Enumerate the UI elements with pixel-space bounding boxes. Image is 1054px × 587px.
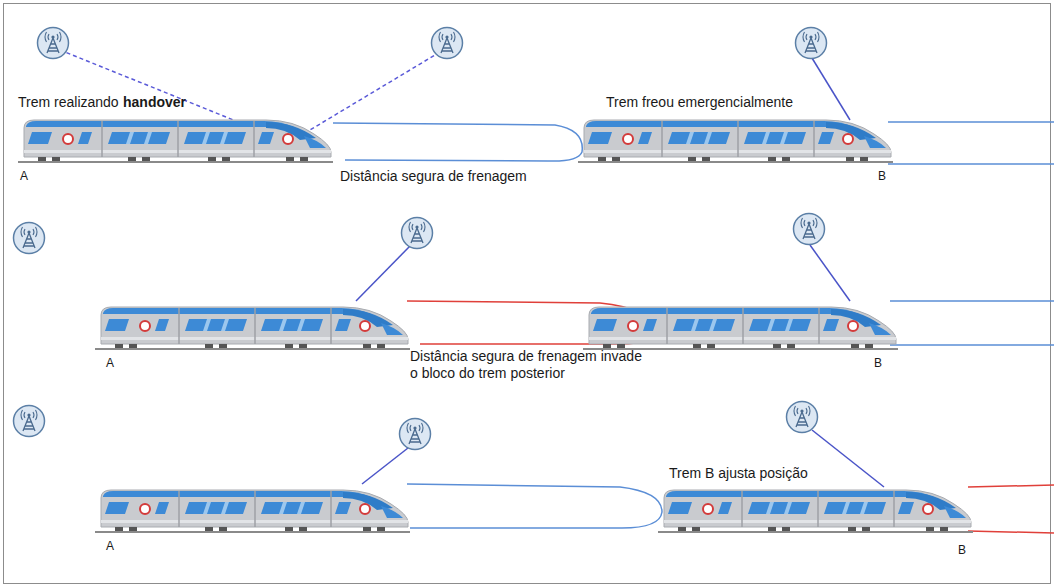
radio-link bbox=[290, 52, 440, 142]
train-label: B bbox=[958, 542, 966, 559]
antenna-icon bbox=[402, 218, 433, 249]
train bbox=[18, 120, 333, 162]
antenna-icon bbox=[14, 223, 45, 254]
train-label: A bbox=[106, 355, 114, 372]
caption-text: Trem B ajusta posição bbox=[669, 465, 808, 482]
frame bbox=[4, 4, 1051, 584]
caption-text: Trem freou emergencialmente bbox=[606, 94, 793, 111]
train bbox=[583, 307, 898, 349]
caption-text: Distância segura de frenagem invade o bl… bbox=[410, 348, 642, 382]
antenna-icon bbox=[796, 28, 827, 59]
train-label: A bbox=[106, 538, 114, 555]
train-label: B bbox=[878, 168, 886, 185]
caption-text: Distância segura de frenagem bbox=[340, 168, 527, 185]
antenna-icon bbox=[432, 28, 463, 59]
braking-distance bbox=[888, 122, 1054, 164]
train bbox=[95, 307, 410, 349]
antenna-icon bbox=[794, 214, 825, 245]
train-label: A bbox=[20, 168, 28, 185]
radio-link bbox=[362, 448, 408, 484]
radio-link bbox=[810, 245, 850, 301]
radio-link bbox=[812, 58, 850, 120]
train bbox=[578, 120, 893, 162]
train-label: B bbox=[874, 355, 882, 372]
radio-link bbox=[356, 246, 410, 301]
braking-distance bbox=[407, 484, 662, 528]
antenna-icon bbox=[38, 28, 69, 59]
antenna-icon bbox=[787, 402, 818, 433]
caption-text: Trem realizando bbox=[18, 94, 119, 111]
antenna-icon bbox=[14, 406, 45, 437]
train bbox=[95, 490, 410, 532]
train bbox=[658, 490, 973, 532]
braking-distance bbox=[890, 301, 1054, 345]
antenna-icon bbox=[400, 419, 431, 450]
braking-distance bbox=[333, 123, 582, 161]
caption-text: handover bbox=[123, 94, 186, 111]
radio-link bbox=[812, 430, 884, 487]
braking-distance bbox=[968, 485, 1054, 533]
